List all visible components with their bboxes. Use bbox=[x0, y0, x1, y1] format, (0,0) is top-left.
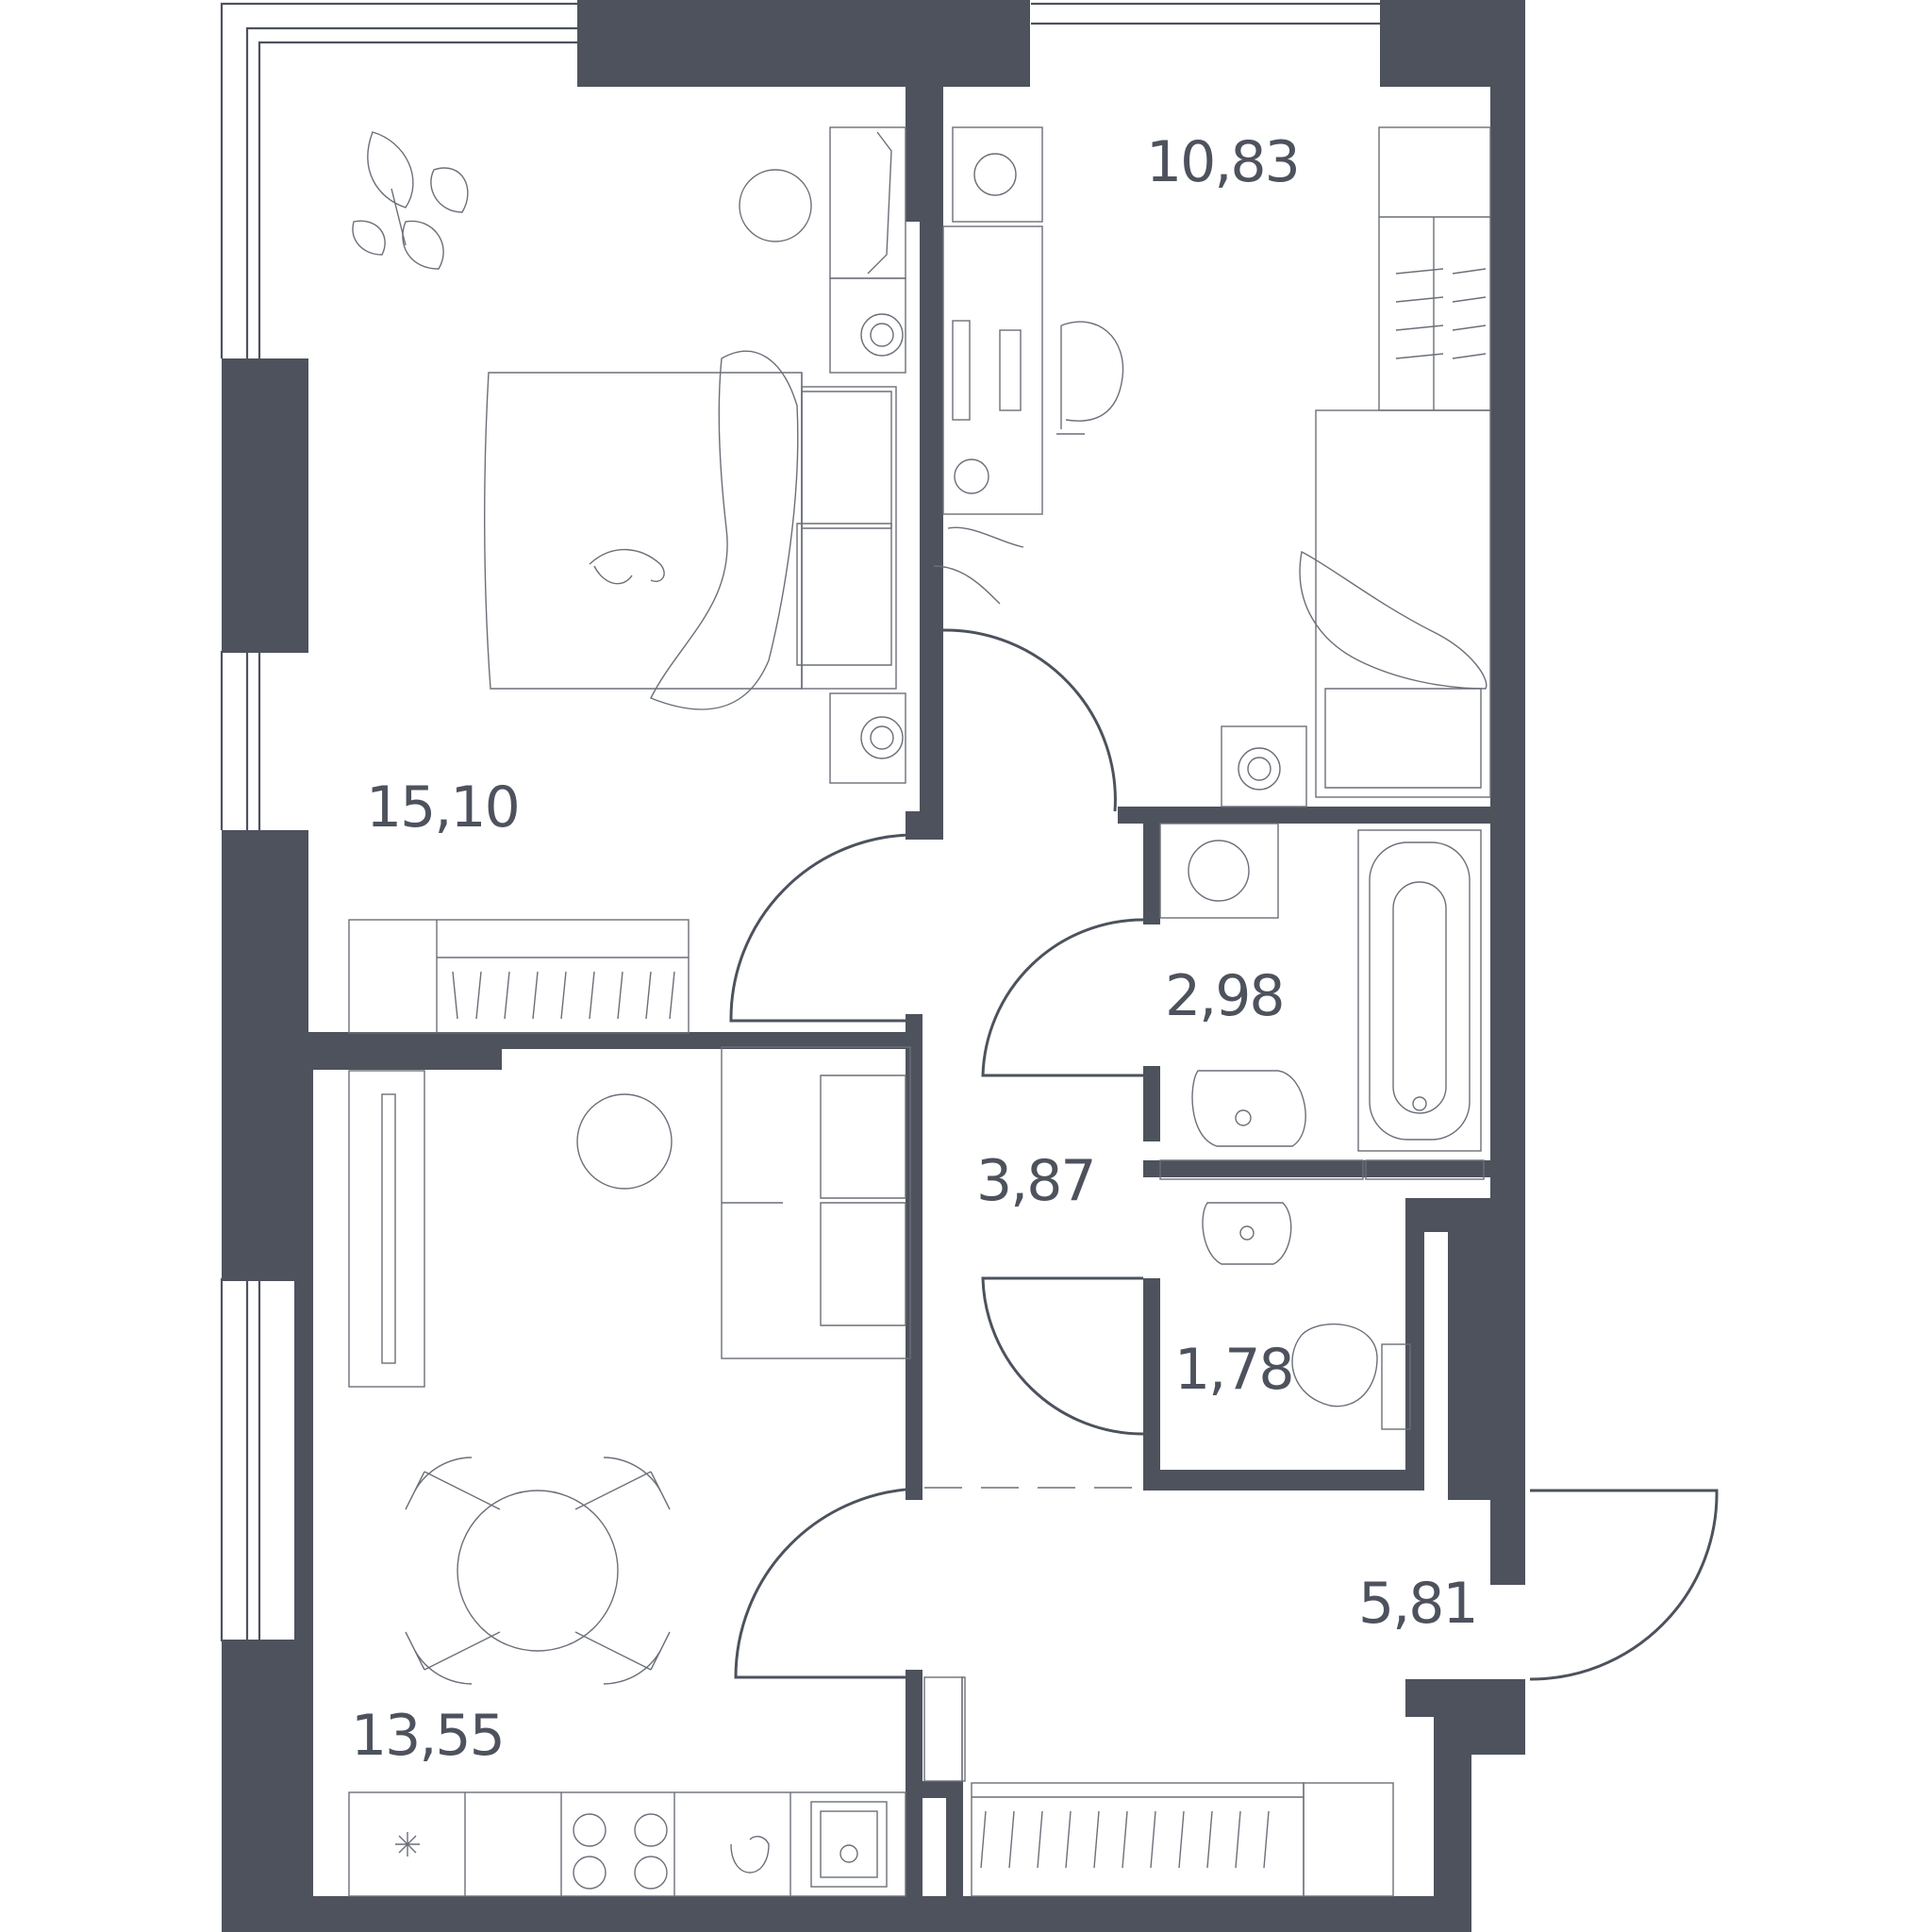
bedroom-furniture bbox=[348, 126, 906, 1034]
room-labels: 15,10 10,83 2,98 3,87 1,78 5,81 13,55 bbox=[351, 129, 1479, 1769]
fan-icon bbox=[860, 313, 904, 357]
plant-icon bbox=[352, 131, 469, 270]
kids-room-door bbox=[942, 628, 1117, 812]
window-frames bbox=[220, 2, 1380, 1641]
doors bbox=[729, 628, 1719, 1681]
sink bbox=[1191, 1070, 1306, 1147]
dining-table bbox=[405, 1457, 671, 1685]
area-label-kitchen-living: 13,55 bbox=[351, 1703, 504, 1769]
front-door bbox=[1529, 1489, 1719, 1681]
nightstand bbox=[829, 126, 906, 279]
area-label-entrance-hall: 5,81 bbox=[1358, 1571, 1477, 1637]
washing-machine bbox=[1159, 823, 1279, 919]
entrance-furniture bbox=[923, 1676, 1394, 1897]
area-label-toilet: 1,78 bbox=[1174, 1337, 1293, 1403]
coffee-table bbox=[576, 1093, 673, 1190]
closet bbox=[923, 1676, 963, 1782]
shelf bbox=[952, 126, 1043, 223]
wardrobe bbox=[348, 919, 690, 1034]
area-label-hallway: 3,87 bbox=[976, 1148, 1095, 1214]
kitchen-counter bbox=[348, 1791, 906, 1897]
area-label-kids-room: 10,83 bbox=[1146, 129, 1299, 195]
tap-icon bbox=[730, 1836, 770, 1874]
keyboard bbox=[999, 329, 1022, 411]
area-label-bedroom: 15,10 bbox=[366, 774, 519, 841]
area-label-bathroom: 2,98 bbox=[1165, 963, 1284, 1029]
stove-burner bbox=[573, 1813, 607, 1847]
bathroom-fixtures bbox=[1159, 823, 1485, 1180]
toilet-door bbox=[981, 1276, 1144, 1436]
monitor bbox=[952, 320, 971, 421]
walls bbox=[222, 0, 1525, 1932]
living-furniture bbox=[348, 1046, 911, 1897]
kitchen-sink bbox=[810, 1801, 888, 1888]
sofa bbox=[721, 1046, 911, 1359]
kids-room-furniture bbox=[933, 126, 1491, 808]
entrance-door bbox=[734, 1487, 923, 1679]
snowflake-icon bbox=[395, 1832, 420, 1857]
desk bbox=[942, 225, 1043, 515]
tv bbox=[381, 1093, 396, 1364]
chair bbox=[1056, 321, 1124, 435]
bathtub bbox=[1357, 829, 1482, 1152]
single-bed bbox=[1299, 409, 1491, 798]
small-sink bbox=[1202, 1202, 1292, 1265]
fan-icon-2 bbox=[1238, 747, 1281, 791]
bedroom-door bbox=[729, 833, 914, 1023]
football-icon bbox=[973, 153, 1017, 196]
tv-cabinet bbox=[348, 1070, 425, 1388]
bathroom-door bbox=[981, 918, 1144, 1077]
rollerskates-icon bbox=[933, 526, 1024, 605]
round-table bbox=[739, 169, 812, 242]
toilet-bowl bbox=[1291, 1324, 1378, 1407]
double-bed bbox=[484, 350, 897, 710]
toilet-fixtures bbox=[1202, 1202, 1411, 1430]
entrance-wardrobe bbox=[971, 1782, 1394, 1897]
